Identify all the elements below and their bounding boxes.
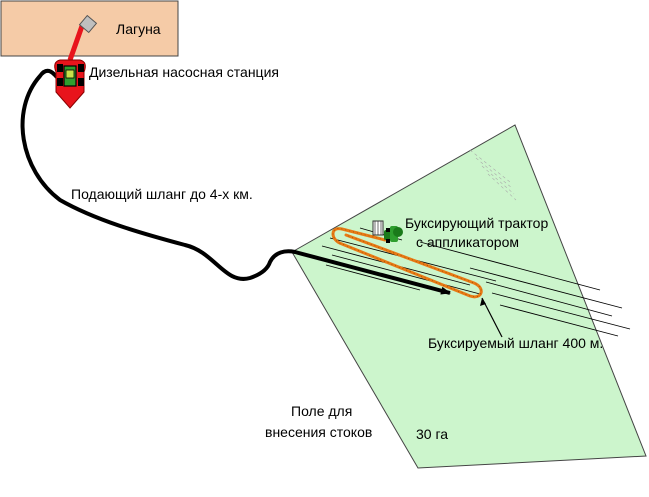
field-label-line1: Поле для xyxy=(291,403,352,419)
area-label: 30 га xyxy=(416,426,448,442)
drag-hose-pointer xyxy=(481,297,503,338)
pump-station-label: Дизельная насосная станция xyxy=(89,64,279,80)
drag-hose xyxy=(331,227,483,299)
supply-hose-label: Подающий шланг до 4-х км. xyxy=(71,186,253,202)
lagoon-label: Лагуна xyxy=(116,21,161,37)
travel-arrow xyxy=(294,250,451,295)
tractor-icon xyxy=(372,220,403,243)
field-hatch xyxy=(469,149,517,201)
drag-hose-label: Буксируемый шланг 400 м. xyxy=(428,335,603,351)
tractor-label-line2: с аппликатором xyxy=(416,234,519,250)
tractor-label-line1: Буксирующий трактор xyxy=(405,215,548,231)
pump-station-icon xyxy=(54,14,98,109)
field-furrows xyxy=(321,227,631,337)
supply-hose xyxy=(20,68,297,281)
field-label-line2: внесения стоков xyxy=(265,424,372,440)
